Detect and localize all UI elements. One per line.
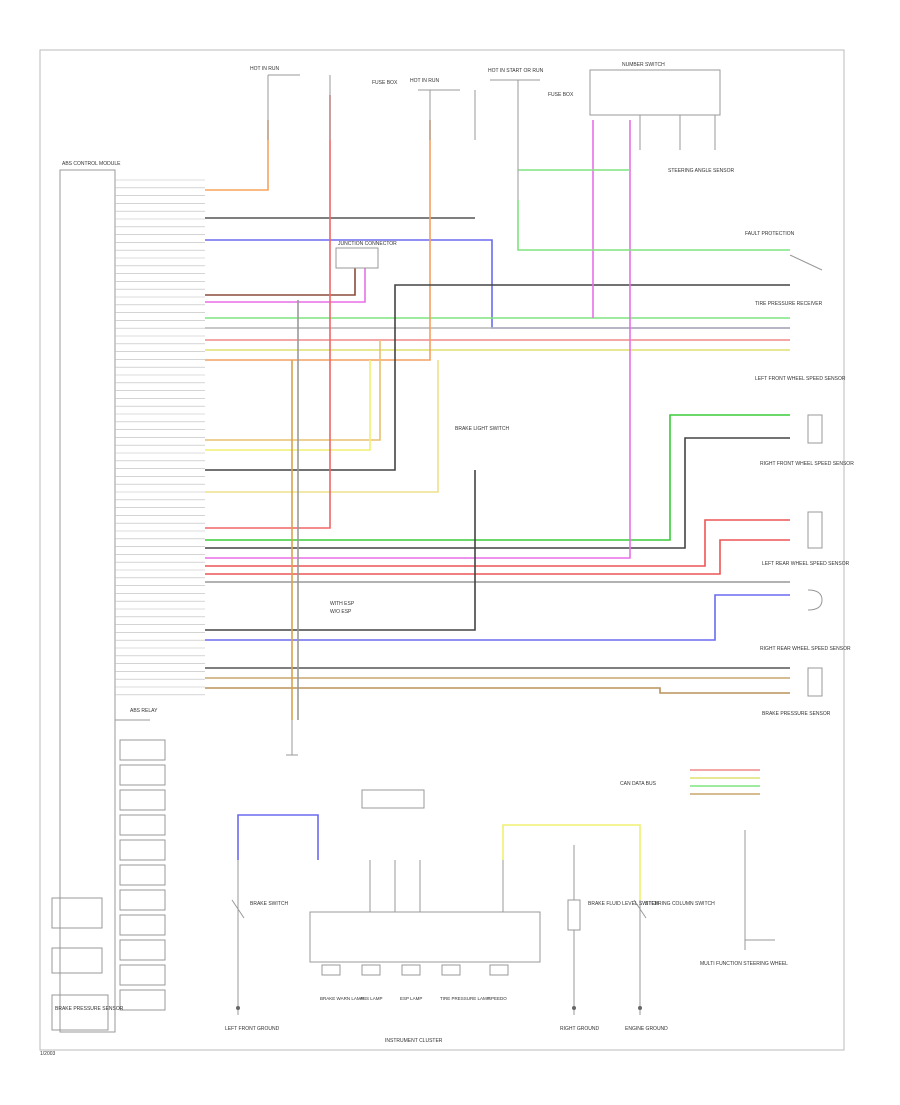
label-with-esp: WITH ESP (330, 601, 355, 607)
cluster-lamp-label: SPEEDO (488, 996, 507, 1001)
label-brake-switch: BRAKE SWITCH (250, 901, 288, 907)
label-engine-ground: ENGINE GROUND (625, 1026, 668, 1032)
label-fuse-box: FUSE BOX (372, 80, 398, 86)
diagram-frame (39, 49, 845, 1051)
top-fuse-section (267, 69, 721, 269)
label-fuse-box-right: FUSE BOX (548, 92, 574, 98)
internal-switches (51, 719, 166, 1031)
label-rr-sensor: RIGHT REAR WHEEL SPEED SENSOR (760, 646, 851, 652)
ground-points (236, 1006, 642, 1010)
harness-wires (205, 95, 790, 900)
cluster-lamp (361, 964, 381, 976)
label-brake-light-switch: BRAKE LIGHT SWITCH (455, 426, 509, 432)
label-wo-esp: W/O ESP (330, 609, 352, 615)
cluster-lamp-label: ESP LAMP (400, 996, 422, 1001)
label-hot-run-left: HOT IN RUN (250, 66, 279, 72)
module-pins (115, 179, 205, 696)
cluster-lamp (489, 964, 509, 976)
page-code: 1/2003 (40, 1051, 56, 1057)
bottom-components (231, 789, 775, 1015)
label-abs-relay: ABS RELAY (130, 708, 158, 714)
wheel-sensors (789, 254, 823, 697)
ground-mid (286, 720, 298, 756)
cluster-lamp-label: ABS LAMP (360, 996, 383, 1001)
label-right-ground: RIGHT GROUND (560, 1026, 599, 1032)
cluster-lamp (441, 964, 461, 976)
label-lf-sensor: LEFT FRONT WHEEL SPEED SENSOR (755, 376, 846, 382)
label-multi-function: MULTI FUNCTION STEERING WHEEL (700, 961, 788, 967)
label-steering-column: STEERING COLUMN SWITCH (645, 901, 715, 907)
label-brake-fluid: BRAKE FLUID LEVEL SWITCH (588, 901, 659, 907)
label-instrument-cluster: INSTRUMENT CLUSTER (385, 1038, 443, 1044)
label-brake-pressure-left: BRAKE PRESSURE SENSOR (55, 1006, 124, 1012)
label-hot-run-right: HOT IN RUN (410, 78, 439, 84)
can-bus-lines (690, 769, 760, 795)
label-hot-start: HOT IN START OR RUN (488, 68, 544, 74)
label-brake-pressure: BRAKE PRESSURE SENSOR (762, 711, 831, 717)
cluster-lamp-label: BRAKE WARN LAMP (320, 996, 364, 1001)
label-junction-block: JUNCTION CONNECTOR (338, 241, 397, 247)
cluster-lamp (401, 964, 421, 976)
label-can-bus: CAN DATA BUS (620, 781, 657, 787)
label-steering-angle: STEERING ANGLE SENSOR (668, 168, 735, 174)
abs-module: ABS CONTROL MODULE (59, 161, 121, 1033)
label-left-ground: LEFT FRONT GROUND (225, 1026, 280, 1032)
label-rf-sensor: RIGHT FRONT WHEEL SPEED SENSOR (760, 461, 854, 467)
label-tire-pressure: TIRE PRESSURE RECEIVER (755, 301, 823, 307)
label-lr-sensor: LEFT REAR WHEEL SPEED SENSOR (762, 561, 850, 567)
label-number-switch: NUMBER SWITCH (622, 62, 665, 68)
cluster-lamp-label: TIRE PRESSURE LAMP (440, 996, 490, 1001)
label-fault-protection: FAULT PROTECTION (745, 231, 795, 237)
module-title: ABS CONTROL MODULE (62, 161, 121, 167)
cluster-lamp (321, 964, 341, 976)
